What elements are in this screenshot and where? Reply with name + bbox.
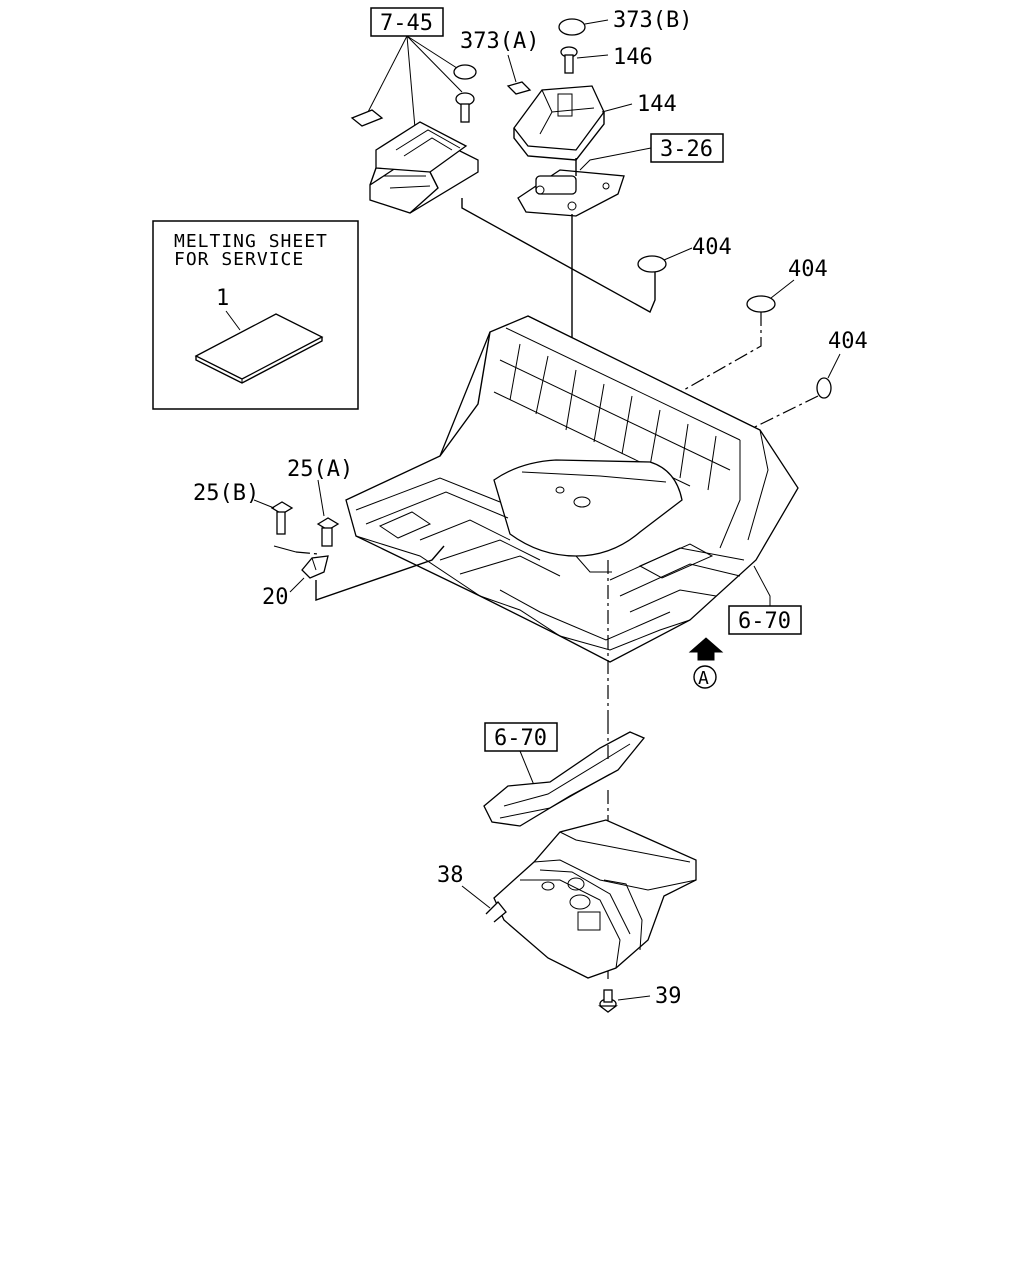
callout-146: 146	[613, 45, 653, 70]
skid-plate	[485, 819, 697, 979]
view-a-indicator: A	[688, 637, 724, 689]
callout-7-45: 7-45	[380, 11, 433, 36]
console-body	[369, 121, 479, 214]
callout-6-70-right: 6-70	[738, 609, 791, 634]
ref-box-3-26	[650, 133, 724, 163]
inset-title-line2: FOR SERVICE	[174, 249, 304, 270]
view-arrow-icon	[688, 637, 724, 661]
bolt-25a	[316, 517, 340, 547]
front-floor-right	[609, 543, 745, 613]
view-a-label: A	[698, 668, 709, 689]
callout-39: 39	[655, 984, 682, 1009]
cap-373b	[558, 18, 586, 36]
ref-6-70-right: 6-70	[728, 565, 802, 635]
console-cap	[453, 64, 477, 80]
bracket-20	[301, 555, 329, 579]
console-screw	[455, 92, 475, 123]
plug-404-a: 404	[637, 235, 732, 273]
callout-6-70-lower: 6-70	[494, 726, 547, 751]
callout-3-26: 3-26	[660, 137, 713, 162]
inset-title-line1: MELTING SHEET	[174, 231, 328, 252]
melting-sheet-drawing	[194, 313, 324, 384]
rear-cross-members	[509, 343, 717, 491]
console-clip	[350, 109, 384, 127]
callout-404-a: 404	[692, 235, 732, 260]
callout-373b: 373(B)	[613, 8, 692, 33]
callout-144: 144	[637, 92, 677, 117]
shift-bracket	[517, 158, 625, 217]
bolt-25b	[270, 501, 297, 553]
callout-25b: 25(B)	[193, 481, 259, 506]
front-floor-left	[355, 477, 561, 577]
callout-404-c: 404	[828, 329, 868, 354]
shift-cover-assembly: 373(B) 373(A) 146 144	[460, 8, 692, 161]
ref-box-7-45	[370, 7, 444, 37]
callout-25a: 25(A)	[287, 457, 353, 482]
plug-404-c: 404	[679, 329, 868, 471]
callout-373a: 373(A)	[460, 29, 539, 54]
console-assembly: 7-45	[350, 7, 656, 313]
callout-404-b: 404	[788, 257, 828, 282]
bolt-146	[560, 46, 578, 74]
shift-cover-144	[513, 85, 605, 161]
floor-brace	[483, 720, 646, 827]
center-tunnel	[493, 459, 683, 573]
floor-panel	[345, 315, 799, 663]
melting-sheet-inset: MELTING SHEET FOR SERVICE 1	[152, 220, 359, 410]
clip-373a	[506, 81, 532, 95]
callout-38: 38	[437, 863, 464, 888]
shift-mechanism: 3-26	[517, 133, 724, 217]
bolt-39	[598, 989, 618, 1013]
view-a-circle	[693, 665, 717, 689]
inset-part-number: 1	[216, 286, 229, 311]
ref-6-70-lower: 6-70	[484, 722, 558, 791]
callout-20: 20	[262, 585, 289, 610]
